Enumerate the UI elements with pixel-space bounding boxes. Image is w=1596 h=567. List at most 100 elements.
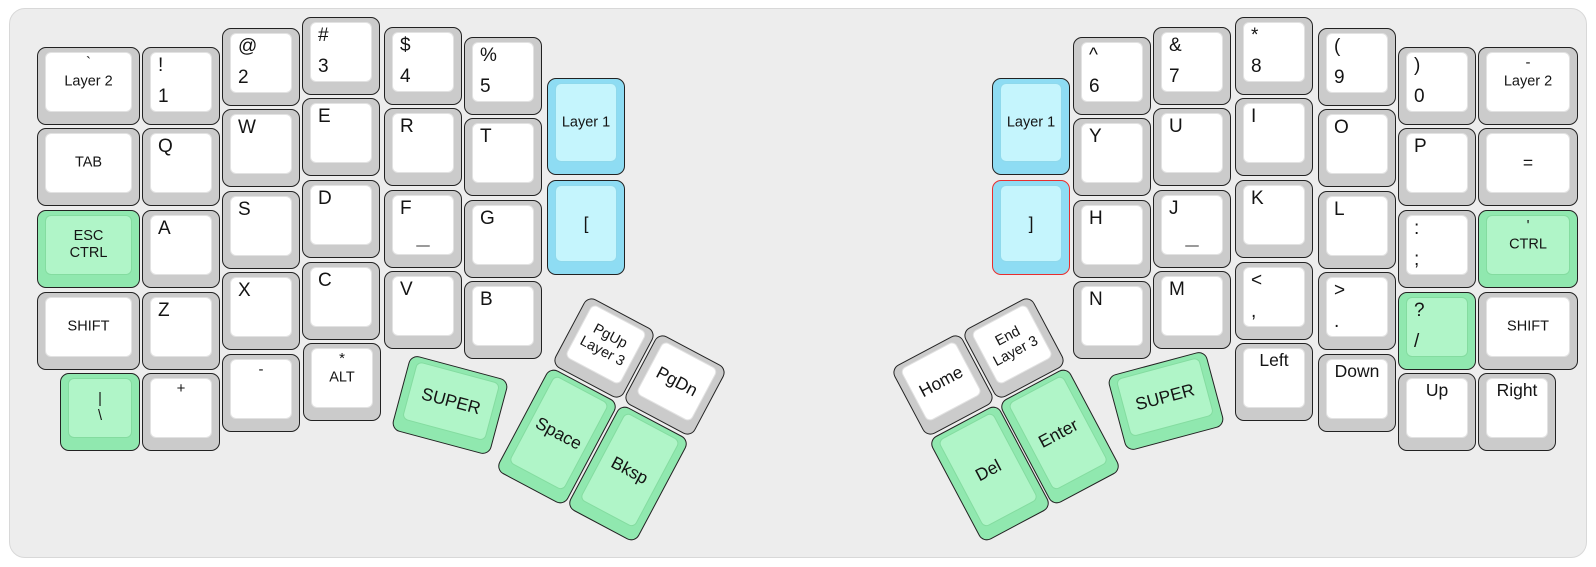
key-n[interactable]: N [1073,281,1151,359]
key-legend: S [238,199,251,220]
key-legend: & [1169,35,1182,56]
key-q[interactable]: Q [142,128,220,206]
key-legend: - [1525,54,1531,71]
key-legend: Space [532,412,586,454]
key-legend: V [400,279,413,300]
key-legend: O [1334,117,1349,138]
key-h[interactable]: H [1073,200,1151,278]
key-hash-3[interactable]: #3 [302,17,380,95]
key-e[interactable]: E [302,98,380,176]
key-plus[interactable]: + [142,373,220,451]
key-legend: Down [1334,361,1380,381]
key-pipe-backslash[interactable]: | \ [60,373,140,451]
keycap-top: @2 [230,33,292,93]
key-legend: A [158,218,171,239]
key-at-2[interactable]: @2 [222,28,300,106]
key-j[interactable]: J [1153,190,1231,268]
keycap-top: A [150,215,212,275]
key-lbracket[interactable]: [ [547,180,625,275]
keycap-top: Q [150,133,212,193]
key-dollar-4[interactable]: $4 [384,27,462,105]
key-rparen-0[interactable]: )0 [1398,47,1476,125]
keycap-top: U [1161,113,1223,173]
key-colon-semicolon[interactable]: :; [1398,210,1476,288]
key-c[interactable]: C [302,262,380,340]
key-legend: SUPER [419,383,483,419]
key-gt-period[interactable]: >. [1318,272,1396,350]
key-minus[interactable]: - [222,354,300,432]
key-legend: + [176,380,186,397]
key-y[interactable]: Y [1073,118,1151,196]
key-z[interactable]: Z [142,292,220,370]
key-esc-ctrl[interactable]: ESC CTRL [37,210,140,288]
key-r[interactable]: R [384,108,462,186]
key-legend: Home [915,361,967,401]
key-shift-right[interactable]: SHIFT [1478,292,1578,370]
keycap-top: ?/ [1406,297,1468,357]
key-f[interactable]: F [384,190,462,268]
key-layer1-right[interactable]: Layer 1 [992,78,1070,175]
key-equals[interactable]: = [1478,128,1578,206]
key-legend: ! [158,55,164,76]
key-caret-6[interactable]: ^6 [1073,37,1151,115]
key-amp-7[interactable]: &7 [1153,27,1231,105]
key-legend: CTRL [1509,236,1547,253]
key-b[interactable]: B [464,281,542,359]
key-lt-comma[interactable]: <, [1235,262,1313,340]
keycap-top: Layer 1 [555,83,617,162]
keycap-top: !1 [150,52,212,112]
key-s[interactable]: S [222,191,300,269]
key-layer1-left[interactable]: Layer 1 [547,78,625,175]
key-legend: P [1414,136,1427,157]
key-m[interactable]: M [1153,271,1231,349]
key-a[interactable]: A [142,210,220,288]
key-legend: Layer 2 [1503,73,1553,90]
keycap-top: W [230,114,292,174]
key-t[interactable]: T [464,118,542,196]
keycap-top: D [310,185,372,245]
key-legend: ESC CTRL [69,227,108,261]
key-legend: Q [158,136,173,157]
keycap-top: - [230,359,292,419]
key-star-8[interactable]: *8 [1235,17,1313,95]
key-tab[interactable]: TAB [37,128,140,206]
keycap-top: $4 [392,32,454,92]
key-arrow-down[interactable]: Down [1318,354,1396,432]
key-question-slash[interactable]: ?/ [1398,292,1476,370]
key-o[interactable]: O [1318,109,1396,187]
key-k[interactable]: K [1235,180,1313,258]
keycap-top: )0 [1406,52,1468,112]
key-exclam-1[interactable]: !1 [142,47,220,125]
key-rbracket[interactable]: ] [992,180,1070,275]
key-i[interactable]: I [1235,98,1313,176]
key-arrow-right[interactable]: Right [1478,373,1556,451]
key-u[interactable]: U [1153,108,1231,186]
key-g[interactable]: G [464,200,542,278]
key-legend: W [238,117,256,138]
key-shift-left[interactable]: SHIFT [37,292,140,370]
key-legend: D [318,188,332,209]
key-legend: Layer 2 [64,73,113,90]
homing-bar [1185,245,1199,247]
key-arrow-up[interactable]: Up [1398,373,1476,451]
key-super-right[interactable]: SUPER [1106,350,1226,452]
key-percent-5[interactable]: %5 [464,37,542,115]
key-p[interactable]: P [1398,128,1476,206]
key-l[interactable]: L [1318,191,1396,269]
key-minus-layer2[interactable]: - Layer 2 [1478,47,1578,125]
key-grave-layer2[interactable]: `Layer 2 [37,47,140,125]
key-d[interactable]: D [302,180,380,258]
key-legend: 5 [480,75,491,97]
keycap-top: T [472,123,534,183]
key-quote-ctrl[interactable]: 'CTRL [1478,210,1578,288]
key-star-alt[interactable]: *ALT [303,343,381,421]
key-w[interactable]: W [222,109,300,187]
key-lparen-9[interactable]: (9 [1318,28,1396,106]
keycap-top: &7 [1161,32,1223,92]
key-super-left[interactable]: SUPER [390,354,510,456]
key-arrow-left[interactable]: Left [1235,343,1313,421]
key-v[interactable]: V [384,271,462,349]
keycap-top: `Layer 2 [45,52,132,112]
key-x[interactable]: X [222,272,300,350]
